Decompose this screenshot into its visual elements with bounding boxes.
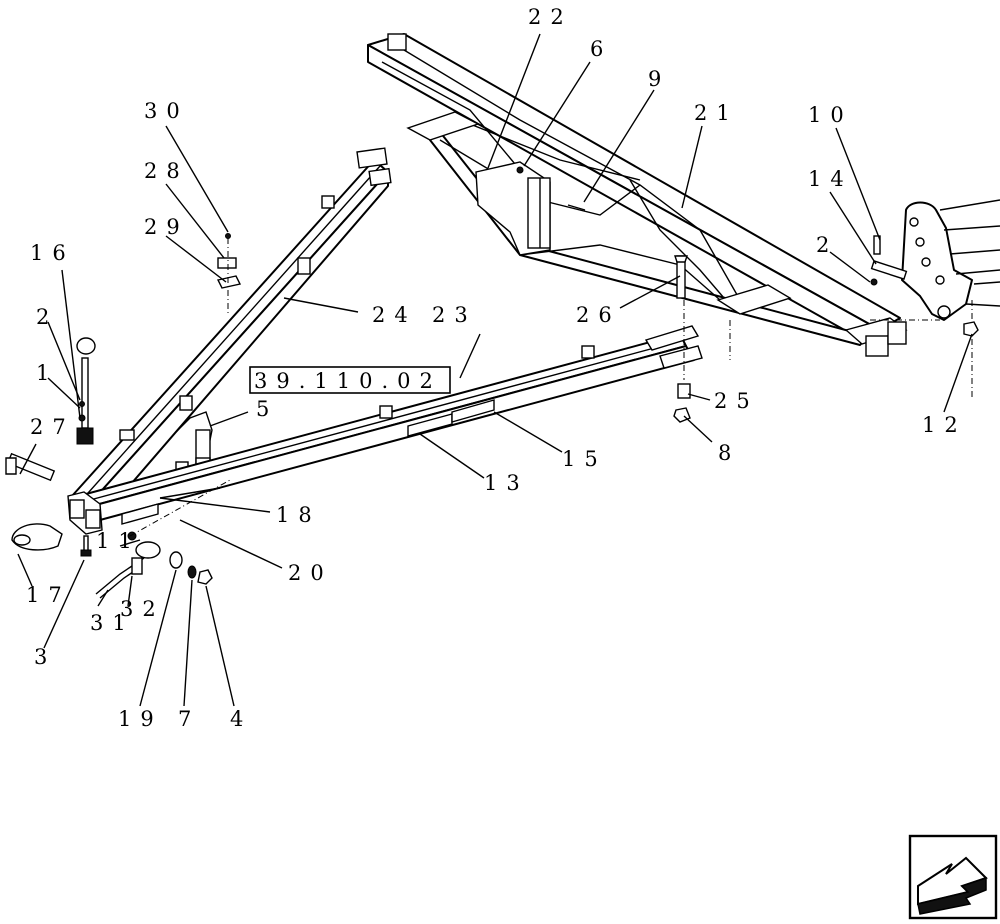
reference-box[interactable]: 39.110.02 <box>249 366 451 394</box>
right-drawbar-arm <box>85 325 703 525</box>
callout-23: 23 <box>432 303 477 327</box>
back-arrow-button[interactable] <box>908 834 998 920</box>
small-fasteners <box>129 233 242 537</box>
callout-26: 26 <box>576 303 621 327</box>
callout-6: 6 <box>590 37 612 61</box>
callout-2: 2 <box>36 305 58 329</box>
callout-5: 5 <box>256 397 278 421</box>
callout-19: 19 <box>118 707 163 731</box>
back-arrow-icon <box>917 856 988 915</box>
callout-30: 30 <box>144 99 189 123</box>
leader-lines <box>17 33 973 707</box>
callout-3: 3 <box>34 645 56 669</box>
callout-labels: 22 6 9 21 30 28 29 10 14 2 16 2 1 27 24 … <box>26 5 967 731</box>
callout-20: 20 <box>288 561 333 585</box>
reference-box-label: 39.110.02 <box>254 369 442 393</box>
callout-25: 25 <box>714 389 759 413</box>
callout-9: 9 <box>648 67 670 91</box>
callout-8: 8 <box>718 441 740 465</box>
hitch-end <box>5 337 213 599</box>
callout-13: 13 <box>484 471 529 495</box>
callout-11: 11 <box>96 529 141 553</box>
callout-15: 15 <box>562 447 607 471</box>
callout-1: 1 <box>36 361 58 385</box>
callout-16: 16 <box>30 241 75 265</box>
left-drawbar-arm <box>71 147 392 521</box>
callout-18: 18 <box>276 503 321 527</box>
callout-7: 7 <box>178 707 200 731</box>
callout-29: 29 <box>144 215 189 239</box>
callout-28: 28 <box>144 159 189 183</box>
callout-12: 12 <box>922 413 967 437</box>
callout-27: 27 <box>30 415 75 439</box>
tractor-bracket <box>870 199 1000 400</box>
callout-21: 21 <box>694 101 739 125</box>
callout-4: 4 <box>230 707 252 731</box>
callout-10: 10 <box>808 103 853 127</box>
callout-2-bracket: 2 <box>816 233 838 257</box>
callout-32: 32 <box>120 597 165 621</box>
callout-14: 14 <box>808 167 853 191</box>
callout-17: 17 <box>26 583 71 607</box>
callout-24: 24 <box>372 303 417 327</box>
callout-31: 31 <box>90 611 135 635</box>
rear-cross-frame <box>367 33 908 357</box>
callout-22: 22 <box>528 5 573 29</box>
